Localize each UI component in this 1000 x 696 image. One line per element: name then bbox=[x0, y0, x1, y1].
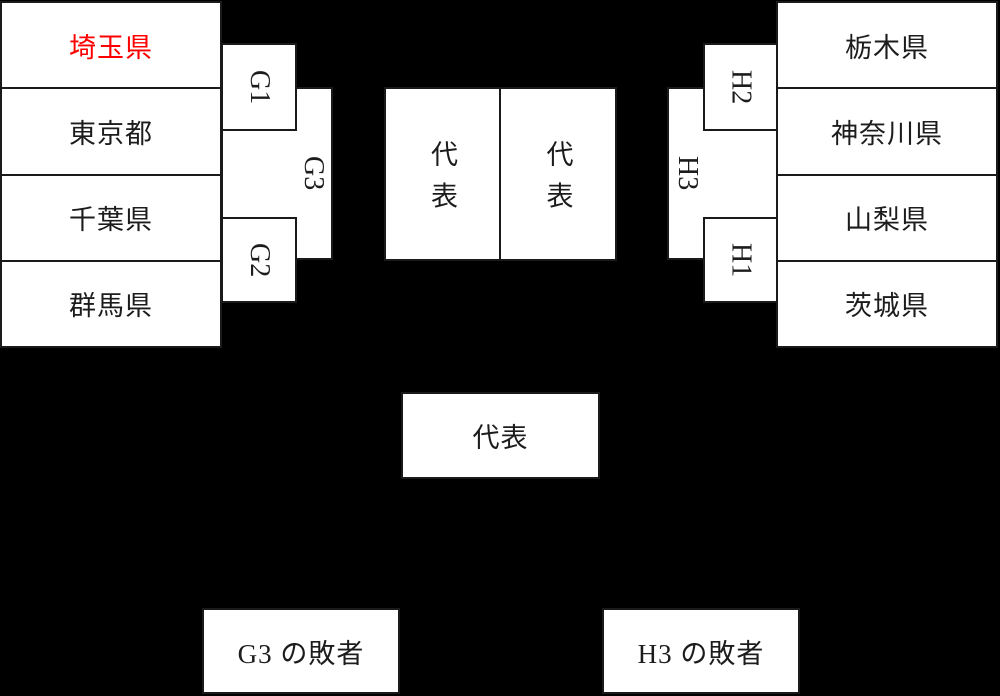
match-label-h3: H3 bbox=[672, 156, 703, 191]
match-box-g2: G2 bbox=[221, 217, 297, 303]
match-label-h2: H2 bbox=[725, 69, 757, 105]
team-label: 山梨県 bbox=[845, 205, 929, 236]
champion-label: 代表 bbox=[472, 423, 529, 453]
team-cell-yamanashi: 山梨県 bbox=[778, 173, 996, 260]
representative-label-left: 代表 bbox=[427, 139, 457, 224]
match-label-h1: H1 bbox=[725, 242, 757, 278]
team-label: 千葉県 bbox=[69, 205, 153, 236]
representative-box-right: 代表 bbox=[499, 87, 617, 261]
representative-label-right: 代表 bbox=[542, 139, 573, 224]
team-cell-kanagawa: 神奈川県 bbox=[778, 87, 996, 173]
representative-box-left: 代表 bbox=[384, 87, 501, 261]
team-cell-chiba: 千葉県 bbox=[2, 173, 220, 260]
left-bracket-rows: 埼玉県 東京都 千葉県 群馬県 bbox=[2, 3, 220, 346]
match-box-h2: H2 bbox=[703, 43, 778, 131]
consolation-label-h3: H3 の敗者 bbox=[637, 638, 765, 669]
team-cell-saitama: 埼玉県 bbox=[2, 3, 220, 87]
team-label: 神奈川県 bbox=[831, 118, 943, 149]
team-label: 栃木県 bbox=[845, 32, 929, 63]
match-label-g2: G2 bbox=[244, 242, 275, 278]
team-label: 茨城県 bbox=[845, 291, 929, 322]
team-label: 群馬県 bbox=[69, 291, 153, 322]
match-box-h1: H1 bbox=[703, 217, 778, 303]
left-bracket-box: 埼玉県 東京都 千葉県 群馬県 bbox=[0, 1, 222, 348]
team-cell-tokyo: 東京都 bbox=[2, 87, 220, 173]
team-label: 埼玉県 bbox=[69, 32, 153, 63]
team-cell-ibaraki: 茨城県 bbox=[778, 259, 996, 346]
team-label: 東京都 bbox=[69, 118, 153, 149]
consolation-label-g3: G3 の敗者 bbox=[237, 638, 365, 669]
match-label-strip: H3 bbox=[669, 89, 705, 258]
consolation-box-h3-loser: H3 の敗者 bbox=[602, 608, 800, 694]
champion-box: 代表 bbox=[401, 392, 600, 479]
match-box-g1: G1 bbox=[221, 43, 297, 131]
team-cell-gunma: 群馬県 bbox=[2, 259, 220, 346]
right-bracket-box: 栃木県 神奈川県 山梨県 茨城県 bbox=[776, 1, 998, 348]
right-bracket-rows: 栃木県 神奈川県 山梨県 茨城県 bbox=[778, 3, 996, 346]
team-cell-tochigi: 栃木県 bbox=[778, 3, 996, 87]
match-label-g1: G1 bbox=[244, 69, 275, 105]
consolation-box-g3-loser: G3 の敗者 bbox=[202, 608, 400, 694]
match-label-g3: G3 bbox=[298, 156, 329, 191]
match-label-strip: G3 bbox=[295, 89, 331, 258]
